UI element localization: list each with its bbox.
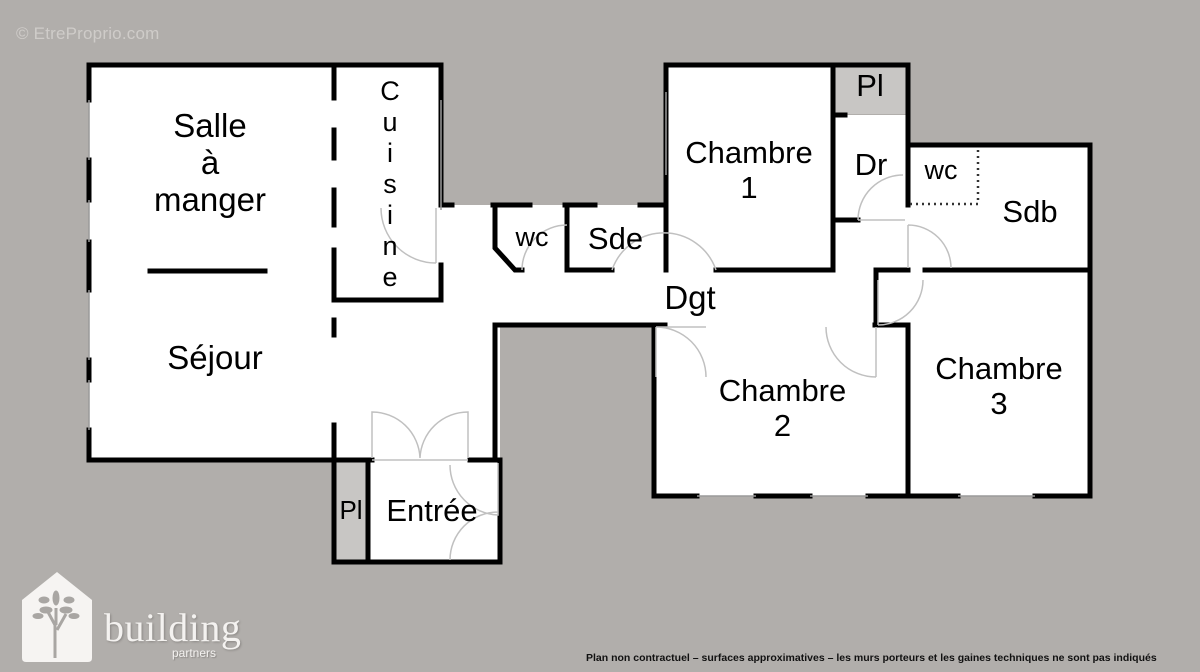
floor-areas	[89, 65, 1090, 562]
room-label-cuisine: C u i s i n e	[380, 76, 400, 292]
room-label-salle-a-manger: Salle à manger	[154, 107, 266, 218]
room-label-chambre-3: Chambre 3	[935, 351, 1063, 421]
room-label-sejour: Séjour	[167, 339, 263, 376]
room-label-sde: Sde	[587, 221, 644, 256]
walls	[86, 62, 1093, 565]
room-label-chambre-2: Chambre 2	[718, 373, 847, 443]
room-label-wc: wc	[515, 222, 549, 252]
windows	[88, 92, 1035, 497]
closet-entry	[335, 462, 368, 561]
room-label-wc-2: wc	[924, 155, 958, 185]
room-label-sdb: Sdb	[1002, 194, 1058, 229]
house-tree-icon	[22, 572, 92, 662]
room-label-entree: Entrée	[386, 493, 478, 528]
room-label-pl-top: Pl	[856, 68, 884, 103]
brand-subtitle: partners	[172, 646, 217, 660]
door-arcs	[371, 174, 952, 561]
room-label-chambre-1: Chambre 1	[685, 135, 813, 205]
room-label-dr: Dr	[854, 147, 888, 182]
watermark: © EtreProprio.com	[16, 24, 160, 43]
brand-name: building	[104, 605, 242, 650]
disclaimer: Plan non contractuel – surfaces approxim…	[586, 652, 1157, 664]
closet-top	[835, 66, 906, 114]
room-label-dgt: Dgt	[664, 279, 716, 316]
wc-partition	[910, 148, 980, 206]
room-label-pl-entry: Pl	[339, 495, 363, 525]
